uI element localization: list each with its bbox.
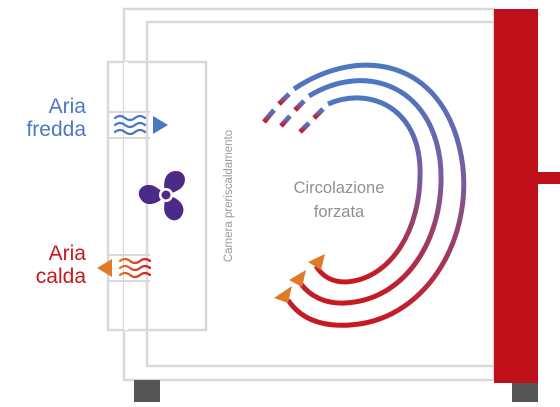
arc-middle-dash-1 [279,114,292,128]
hot-air-label-line2: calda [36,265,87,288]
arc-outer-dash-1 [262,108,276,124]
arc-inner-dash-2 [312,107,325,120]
circulation-label-line2: forzata [314,203,365,221]
arc-middle [299,78,444,306]
oven-foot-left [134,380,160,402]
duct-lines [108,111,150,282]
preheat-chamber-label: Camera preriscaldamento [223,130,235,262]
door-handle [538,172,560,184]
arrowhead-outer [274,286,292,303]
oven-foot-right [512,380,538,402]
cold-air-waves-icon [113,114,168,136]
arc-inner-dash-1 [298,121,311,134]
arc-inner [313,95,423,285]
arc-outer [285,62,467,328]
cold-air-label-line1: Aria [49,95,87,118]
preheat-chamber [106,60,208,332]
arc-outer-dash-2 [277,92,291,106]
oven-door [494,9,538,383]
hot-air-label-line1: Aria [49,242,87,265]
arrowhead-middle [289,270,306,287]
hot-air-waves-icon [97,257,152,279]
circulation-label-line1: Circolazione [294,179,385,197]
circulation-arrowheads [274,254,325,303]
fan-icon [138,171,185,221]
arc-middle-dash-2 [293,99,306,112]
cold-air-label-line2: fredda [26,118,86,141]
arrowhead-inner [308,254,325,270]
circulation-arcs [262,62,467,328]
